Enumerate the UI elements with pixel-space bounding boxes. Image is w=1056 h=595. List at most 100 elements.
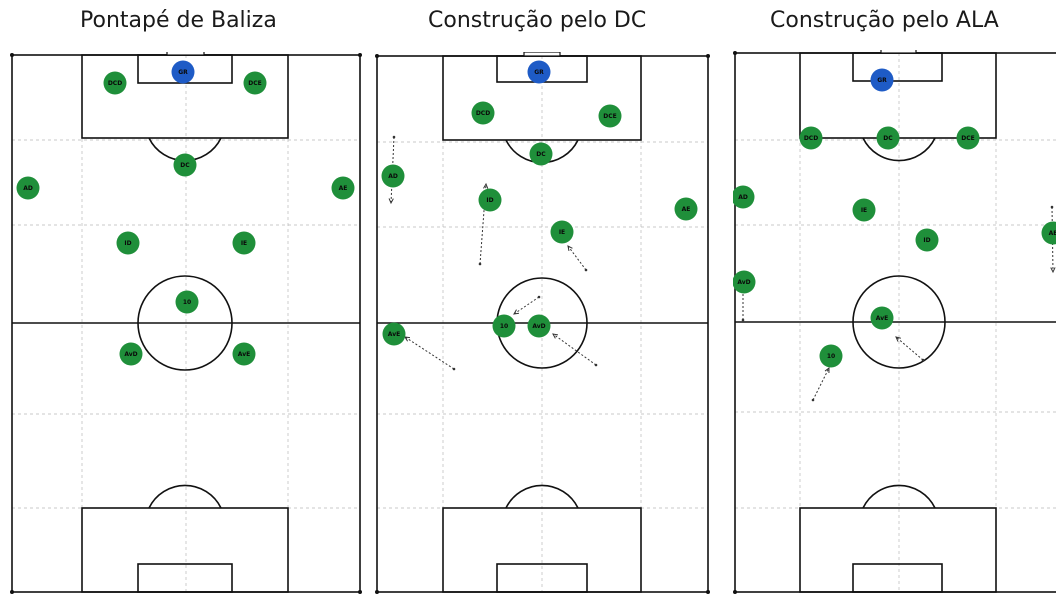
player-ad: AD (733, 185, 755, 209)
player-marker (529, 142, 553, 166)
corner-mark (10, 53, 14, 57)
player-marker (956, 126, 980, 150)
player-marker (819, 344, 843, 368)
corner-mark (706, 590, 710, 594)
player-avd: AvD (527, 314, 551, 338)
player-marker (915, 228, 939, 252)
player-label: IE (559, 229, 565, 236)
player-label: GR (178, 69, 188, 76)
movement-arrow (404, 336, 455, 370)
player-marker (852, 198, 876, 222)
movement-arrow (567, 245, 587, 271)
player-dce: DCE (598, 104, 622, 128)
movement-arrowhead (824, 366, 830, 374)
player-marker (119, 342, 143, 366)
player-10: 10 (492, 314, 516, 338)
player-marker (103, 71, 127, 95)
player-label: AE (339, 185, 348, 192)
corner-mark (733, 51, 737, 55)
player-label: DCD (476, 110, 490, 117)
player-dce: DCE (956, 126, 980, 150)
player-dcd: DCD (103, 71, 127, 95)
player-label: DC (883, 135, 893, 142)
player-dc: DC (876, 126, 900, 150)
movement-arrowhead (388, 198, 394, 205)
player-label: DCD (804, 135, 818, 142)
player-ae: AE (674, 197, 698, 221)
player-ave: AvE (232, 342, 256, 366)
movement-origin (584, 268, 588, 272)
player-gr: GR (527, 60, 551, 84)
player-marker (527, 314, 551, 338)
player-dcd: DCD (799, 126, 823, 150)
movement-origin (392, 135, 396, 139)
penalty-arc-bottom (505, 484, 579, 509)
movement-origin (1050, 205, 1054, 209)
movement-origin (741, 318, 745, 322)
corner-mark (733, 590, 737, 594)
movement-origin (594, 363, 598, 367)
player-ie: IE (550, 220, 574, 244)
player-label: AvD (532, 323, 545, 330)
pitch-build-up-dc: GR DCD DCE DC AD AE ID IE 10 AvD AvE (375, 52, 710, 594)
player-label: DCE (961, 135, 974, 142)
corner-mark (375, 54, 379, 58)
player-label: 10 (827, 353, 835, 360)
player-gr: GR (171, 60, 195, 84)
player-label: ID (124, 240, 131, 247)
goal-area-bottom (852, 563, 943, 593)
player-label: IE (861, 207, 867, 214)
player-label: AD (23, 185, 33, 192)
player-marker (175, 290, 199, 314)
player-label: DCE (603, 113, 616, 120)
movement-origin (811, 398, 815, 402)
player-marker (16, 176, 40, 200)
movement-arrow (895, 336, 924, 361)
player-marker (171, 60, 195, 84)
player-ad: AD (16, 176, 40, 200)
player-id: ID (116, 231, 140, 255)
movement-arrowhead (567, 245, 573, 252)
player-id: ID (915, 228, 939, 252)
penalty-area-bottom (81, 507, 289, 593)
player-label: GR (534, 69, 544, 76)
player-marker (478, 188, 502, 212)
goal-area-bottom (496, 563, 588, 593)
movement-origin (478, 262, 482, 266)
player-ie: IE (852, 198, 876, 222)
player-label: AvE (388, 331, 400, 338)
penalty-arc-top (862, 137, 936, 162)
player-marker (870, 306, 894, 330)
movement-arrow (552, 333, 597, 366)
centre-circle (137, 275, 233, 371)
player-10: 10 (819, 344, 843, 368)
penalty-area-bottom (799, 507, 997, 593)
player-label: 10 (500, 323, 508, 330)
player-dcd: DCD (471, 101, 495, 125)
goal-area-top (852, 52, 943, 82)
player-marker (550, 220, 574, 244)
movement-arrowhead (404, 336, 411, 342)
player-ie: IE (232, 231, 256, 255)
player-ave: AvE (870, 306, 894, 330)
movement-arrow (513, 296, 540, 315)
player-marker (232, 231, 256, 255)
player-label: ID (923, 237, 930, 244)
goal-top (523, 52, 561, 57)
goal-area-bottom (137, 563, 233, 593)
player-dc: DC (529, 142, 553, 166)
player-label: GR (877, 77, 887, 84)
penalty-arc-bottom (148, 484, 222, 509)
player-ae: AE (331, 176, 355, 200)
player-ae: AE (1041, 221, 1056, 245)
player-dce: DCE (243, 71, 267, 95)
corner-mark (358, 590, 362, 594)
player-marker (527, 60, 551, 84)
player-label: ID (486, 197, 493, 204)
player-label: AD (388, 173, 398, 180)
player-marker (492, 314, 516, 338)
centre-circle (852, 275, 946, 369)
player-marker (381, 164, 405, 188)
movement-arrow (812, 367, 830, 401)
